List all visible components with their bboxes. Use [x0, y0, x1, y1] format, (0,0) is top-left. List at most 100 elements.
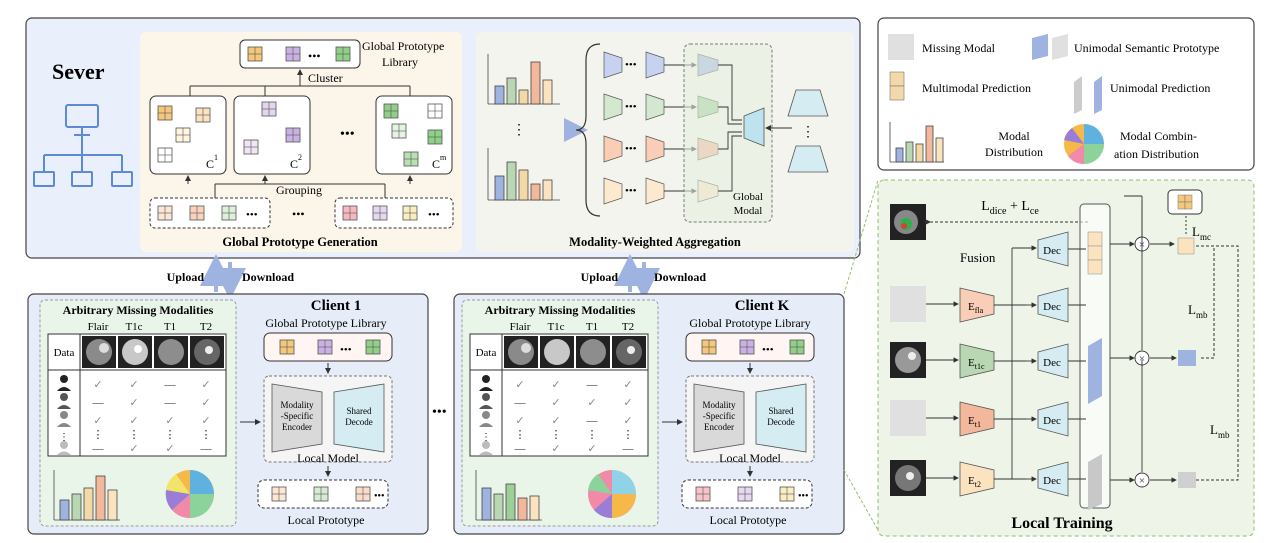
- patient-icons-k: ⋮: [479, 375, 493, 455]
- svg-text:Local Prototype: Local Prototype: [710, 513, 787, 527]
- svg-text:Upload: Upload: [167, 270, 205, 284]
- svg-text:T2: T2: [622, 321, 634, 333]
- svg-text:•••: •••: [625, 143, 637, 155]
- svg-text:Upload: Upload: [581, 270, 619, 284]
- svg-text:T2: T2: [200, 321, 212, 333]
- svg-text:Library: Library: [382, 55, 418, 69]
- svg-text:T1: T1: [586, 321, 598, 333]
- svg-text:Local Model: Local Model: [297, 451, 359, 465]
- svg-text:Multimodal Prediction: Multimodal Prediction: [922, 81, 1031, 95]
- svg-text:⋮: ⋮: [512, 123, 526, 138]
- fusion-label: Fusion: [960, 250, 996, 265]
- svg-text:•••: •••: [340, 344, 352, 356]
- svg-text:✓: ✓: [551, 379, 560, 391]
- svg-text:Global Prototype Library: Global Prototype Library: [265, 316, 386, 330]
- svg-text:T1: T1: [164, 321, 176, 333]
- svg-text:✓: ✓: [623, 397, 632, 409]
- svg-text:✓: ✓: [93, 415, 102, 427]
- svg-text:Modal: Modal: [734, 205, 763, 217]
- svg-text:Encoder: Encoder: [282, 422, 312, 432]
- svg-text:Dec: Dec: [1043, 415, 1061, 427]
- svg-text:Global: Global: [733, 191, 763, 203]
- client-1: Arbitrary Missing Modalities Flair T1c T…: [27, 293, 429, 535]
- svg-text:T1c: T1c: [547, 321, 564, 333]
- upload-download-1: Upload Download: [167, 254, 294, 300]
- upload-download-k: Upload Download: [581, 254, 706, 300]
- modal-histogram-top: [487, 54, 560, 105]
- svg-text:Global Prototype Library: Global Prototype Library: [689, 316, 810, 330]
- svg-text:✓: ✓: [551, 397, 560, 409]
- local-training: Ldice + Lce Fusion Efla Et1c Et1 Et2: [843, 179, 1255, 537]
- svg-text:•••: •••: [625, 185, 637, 197]
- svg-text:Arbitrary Missing Modalities: Arbitrary Missing Modalities: [63, 303, 214, 317]
- loss-dice-ce: Ldice + Lce: [981, 199, 1039, 217]
- svg-text:⋮: ⋮: [587, 429, 598, 441]
- svg-text:Data: Data: [54, 347, 75, 359]
- svg-text:Modality: Modality: [703, 400, 736, 410]
- svg-text:Dec: Dec: [1043, 357, 1061, 369]
- network-icon: [33, 104, 133, 187]
- local-protos-left: [149, 197, 271, 229]
- svg-text:•••: •••: [292, 207, 305, 221]
- global-decoder-icon: [743, 107, 765, 147]
- svg-text:Decode: Decode: [767, 417, 794, 427]
- svg-text:—: —: [92, 397, 105, 409]
- availability-grid: ✓✓—✓ —✓—✓ ✓✓✓✓ ⋮⋮⋮⋮ —✓✓—: [92, 379, 213, 455]
- svg-text:⋮: ⋮: [551, 429, 562, 441]
- svg-text:Shared: Shared: [347, 406, 372, 416]
- svg-text:—: —: [586, 379, 599, 391]
- svg-text:Encoder: Encoder: [704, 422, 734, 432]
- svg-text:—: —: [586, 415, 599, 427]
- svg-text:✓: ✓: [129, 415, 138, 427]
- svg-text:C: C: [432, 157, 440, 171]
- svg-text:•••: •••: [432, 405, 447, 420]
- local-training-title: Local Training: [1011, 515, 1112, 532]
- svg-text:1: 1: [214, 153, 218, 162]
- svg-text:Unimodal Semantic Prototype: Unimodal Semantic Prototype: [1074, 41, 1219, 55]
- modal-histogram-bottom: [487, 148, 560, 201]
- gpg-title: Global Prototype Generation: [222, 235, 377, 249]
- svg-text:ation Distribution: ation Distribution: [1114, 147, 1199, 161]
- svg-text:Dec: Dec: [1043, 301, 1061, 313]
- svg-text:✓: ✓: [165, 443, 174, 455]
- svg-text:⋮: ⋮: [801, 125, 815, 140]
- svg-text:•••: •••: [340, 127, 355, 142]
- patient-icons: ⋮: [57, 375, 71, 455]
- svg-text:✓: ✓: [515, 415, 524, 427]
- svg-text:—: —: [92, 443, 105, 455]
- svg-text:⋮: ⋮: [201, 429, 212, 441]
- svg-text:—: —: [164, 397, 177, 409]
- svg-text:•••: •••: [625, 101, 637, 113]
- svg-text:•••: •••: [246, 209, 258, 221]
- svg-text:Shared: Shared: [769, 406, 794, 416]
- svg-text:✓: ✓: [587, 397, 596, 409]
- svg-text:2: 2: [298, 153, 302, 162]
- cluster-2: [233, 95, 311, 175]
- svg-text:•••: •••: [374, 491, 385, 502]
- svg-text:•••: •••: [762, 344, 774, 356]
- svg-text:—: —: [200, 443, 213, 455]
- decoder-icon-bottom: [787, 145, 829, 173]
- grouping-label: Grouping: [276, 183, 322, 197]
- svg-text:✓: ✓: [165, 415, 174, 427]
- svg-text:—: —: [514, 443, 527, 455]
- svg-text:⋮: ⋮: [93, 429, 104, 441]
- svg-text:Flair: Flair: [88, 321, 109, 333]
- svg-text:-Specific: -Specific: [281, 411, 313, 421]
- svg-text:✓: ✓: [129, 379, 138, 391]
- local-protos-right: [334, 197, 454, 229]
- svg-text:Distribution: Distribution: [985, 145, 1043, 159]
- svg-text:—: —: [164, 379, 177, 391]
- svg-text:Arbitrary Missing Modalities: Arbitrary Missing Modalities: [485, 303, 636, 317]
- svg-text:✓: ✓: [623, 379, 632, 391]
- svg-text:Client 1: Client 1: [311, 298, 361, 314]
- svg-text:Local Model: Local Model: [719, 451, 781, 465]
- mwa-title: Modality-Weighted Aggregation: [569, 235, 741, 249]
- svg-text:T1c: T1c: [125, 321, 142, 333]
- svg-text:⋮: ⋮: [129, 429, 140, 441]
- svg-text:Missing Modal: Missing Modal: [922, 41, 996, 55]
- svg-text:-Specific: -Specific: [703, 411, 735, 421]
- svg-text:•••: •••: [308, 49, 321, 63]
- svg-text:✓: ✓: [129, 397, 138, 409]
- svg-text:•••: •••: [625, 59, 637, 71]
